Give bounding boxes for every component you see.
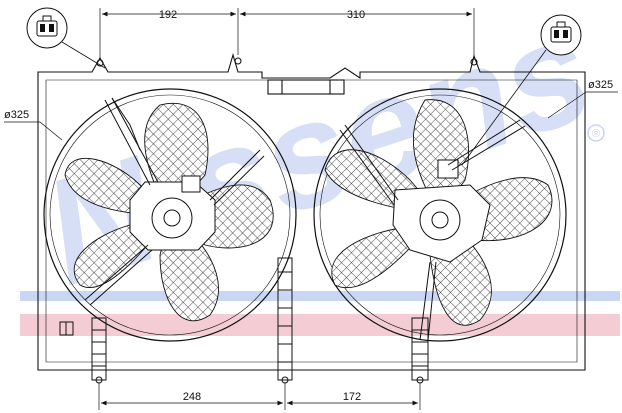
svg-text:248: 248 xyxy=(183,391,201,403)
plug-connector-icon-right xyxy=(461,14,582,166)
dimension-bottom-left: 248 xyxy=(98,383,286,410)
dimension-top-right: 310 xyxy=(240,8,475,56)
dimension-top-left: 192 xyxy=(99,8,239,58)
svg-text:®: ® xyxy=(592,128,600,140)
left-fan xyxy=(43,88,297,342)
watermark-band-blue xyxy=(20,291,620,301)
svg-text:192: 192 xyxy=(159,9,177,21)
left-fan-struts xyxy=(84,97,265,306)
svg-text:ø325: ø325 xyxy=(588,79,613,91)
svg-text:ø325: ø325 xyxy=(4,109,29,121)
svg-text:310: 310 xyxy=(347,9,365,21)
right-fan-motor xyxy=(392,159,491,263)
dimension-bottom-right: 172 xyxy=(287,383,421,410)
registered-mark: ® xyxy=(587,124,605,142)
dimension-right-fan-diameter: ø325 xyxy=(547,79,618,119)
mounting-brackets xyxy=(91,257,429,384)
svg-text:172: 172 xyxy=(343,391,361,403)
dimension-left-fan-diameter: ø325 xyxy=(4,109,63,141)
right-fan-struts xyxy=(339,119,526,341)
ground-symbol-icon xyxy=(59,321,74,336)
right-fan xyxy=(313,88,567,342)
watermark-band-pink xyxy=(20,314,620,336)
plug-connector-icon-left xyxy=(26,7,106,69)
fan-shroud xyxy=(37,53,586,371)
left-fan-motor xyxy=(129,175,216,251)
